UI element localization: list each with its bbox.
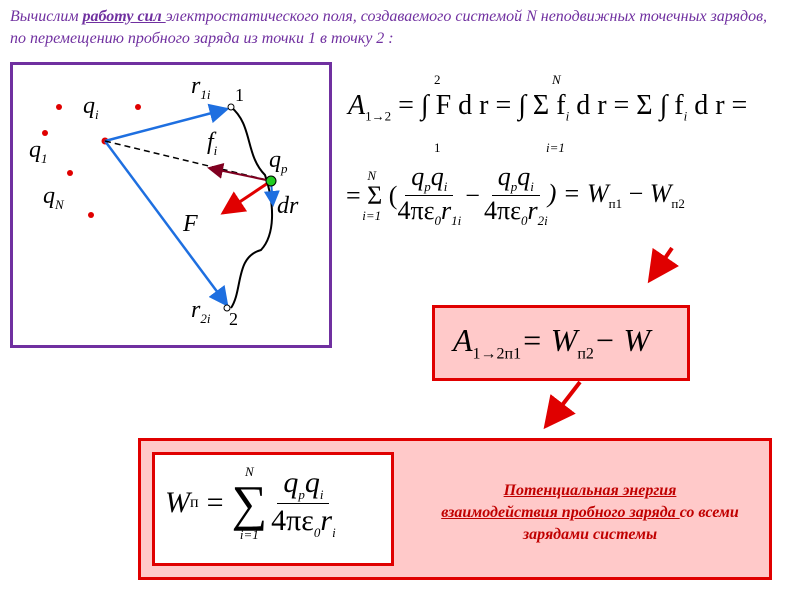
label-point-2: 2 xyxy=(229,309,238,329)
sum2-upper: N xyxy=(367,167,377,183)
F-vector xyxy=(220,179,272,215)
minus-sign: − xyxy=(465,180,480,210)
sum-upper: N xyxy=(552,72,561,87)
charge-diagram: qi q1 qN qp r1i r2i fi F dr 1 2 xyxy=(10,62,332,348)
sum2-lower: i=1 xyxy=(362,208,382,224)
r2i-vector xyxy=(103,140,229,308)
label-point-1: 1 xyxy=(235,85,244,105)
label-fi: fi xyxy=(207,129,218,158)
result-box: A1→2п1= Wп2− W xyxy=(432,305,690,381)
limit-bottom: 1 xyxy=(434,140,441,155)
sum2-stack: N = Σ ( i=1 xyxy=(346,169,397,222)
point-1 xyxy=(227,103,235,111)
sum-lower: i=1 xyxy=(546,140,565,155)
point-2 xyxy=(223,304,231,312)
sum3-stack: N ∑ i=1 xyxy=(231,465,267,541)
sigma-icon: ∑ xyxy=(231,475,268,531)
label-r1i: r1i xyxy=(191,73,211,102)
trajectory xyxy=(230,106,273,309)
sum3-upper: N xyxy=(244,464,254,479)
intro-before: Вычислим xyxy=(10,8,83,25)
label-r2i: r2i xyxy=(191,297,211,326)
result-formula: A1→2п1= Wп2− W xyxy=(453,322,651,363)
diagram-svg xyxy=(42,103,280,312)
label-qp: qp xyxy=(269,147,288,176)
label-qi: qi xyxy=(83,93,99,122)
intro-after: электростатического поля, создаваемого с… xyxy=(10,8,768,47)
r1i-vector xyxy=(104,103,230,143)
intro-text: Вычислим работу сил электростатического … xyxy=(10,6,770,50)
label-q1: q1 xyxy=(29,137,48,166)
intro-bold: работу сил xyxy=(82,8,166,25)
limit-top: 2 xyxy=(434,72,441,87)
label-qN: qN xyxy=(43,183,64,212)
equation-work: A1→2 = ∫ F d r = ∫ Σ fi d r = Σ ∫ fi d r… xyxy=(348,90,748,124)
label-dr: dr xyxy=(277,193,299,219)
sum2-lead: = Σ ( xyxy=(346,180,398,210)
fi-vector xyxy=(207,163,272,182)
label-F: F xyxy=(183,211,198,237)
energy-difference: ) = Wп1 − Wп2 xyxy=(547,179,685,212)
test-charge xyxy=(265,175,277,187)
sum3-lower: i=1 xyxy=(239,527,259,542)
